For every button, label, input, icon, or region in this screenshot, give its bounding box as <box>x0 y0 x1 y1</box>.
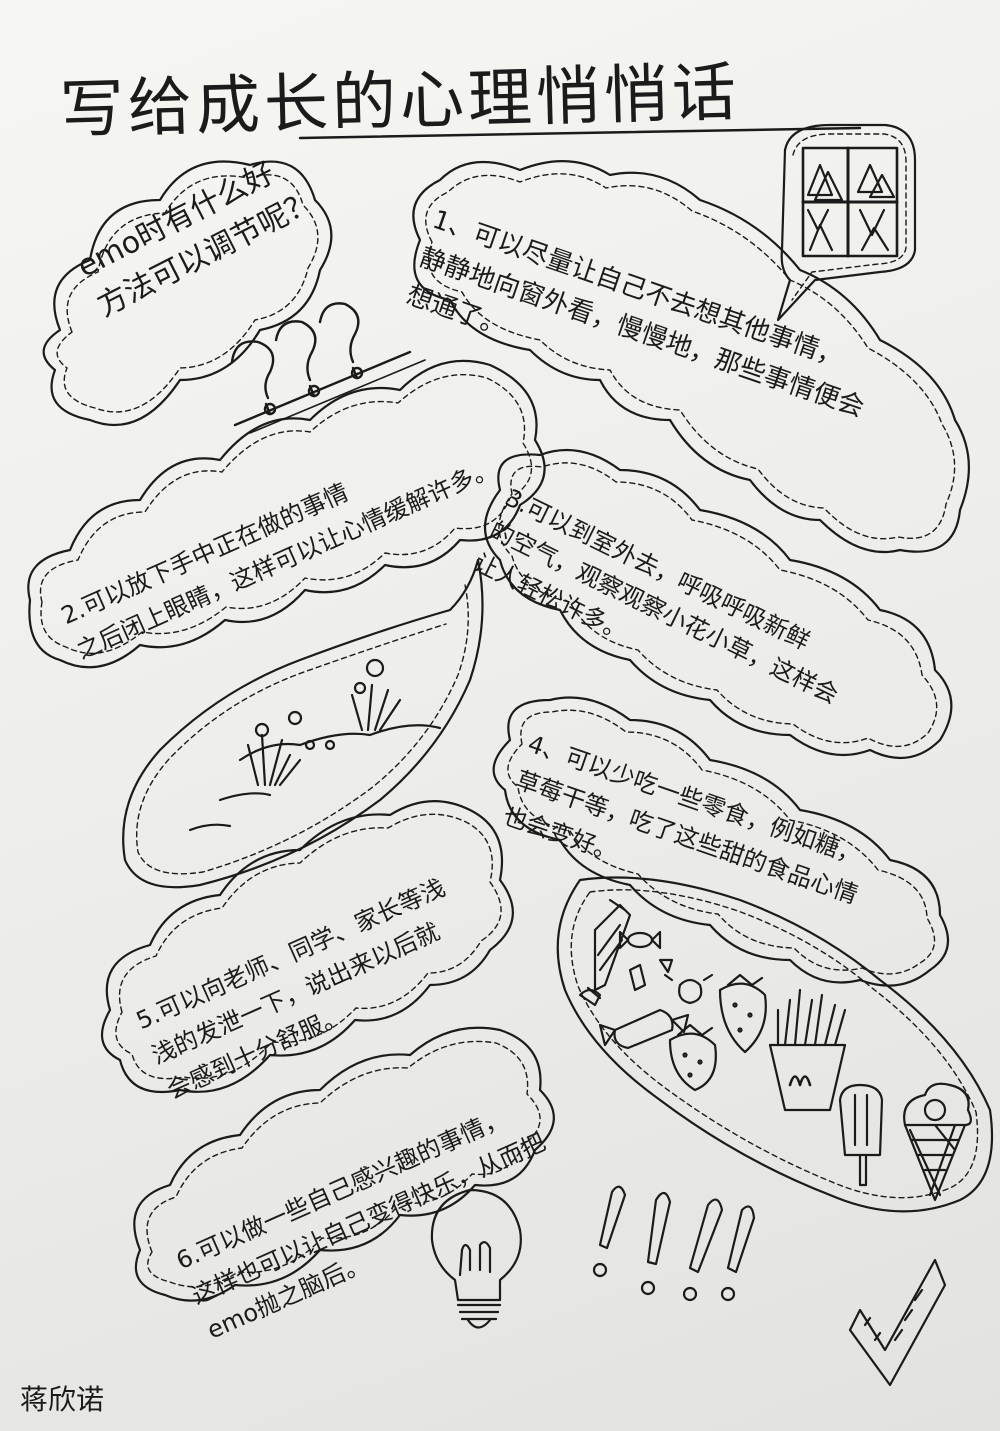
light-bulb-icon <box>430 1188 522 1329</box>
tip-2-cloud <box>27 359 546 669</box>
fries-icon <box>768 988 847 1112</box>
flowers-grass-icon <box>122 558 484 889</box>
tip-4-cloud <box>492 696 950 987</box>
snacks-icon <box>578 898 714 1050</box>
popsicle-icon <box>838 1083 884 1187</box>
window-trees-icon <box>776 123 917 322</box>
exclamation-marks-icon <box>592 1185 756 1302</box>
tip-1-cloud <box>412 160 970 554</box>
tip-6-cloud <box>133 1026 555 1302</box>
check-mark-icon <box>848 1258 947 1387</box>
snacks-bubble <box>556 876 994 1213</box>
author-signature: 蒋欣诺 <box>20 1383 105 1416</box>
title-underline <box>298 126 862 140</box>
strawberry-icon <box>668 973 767 1092</box>
question-cloud <box>42 160 333 427</box>
question-marks-icon <box>230 302 426 434</box>
tip-3-cloud <box>483 448 953 760</box>
tip-5-cloud <box>100 800 514 1094</box>
ice-cream-icon <box>903 1082 972 1202</box>
